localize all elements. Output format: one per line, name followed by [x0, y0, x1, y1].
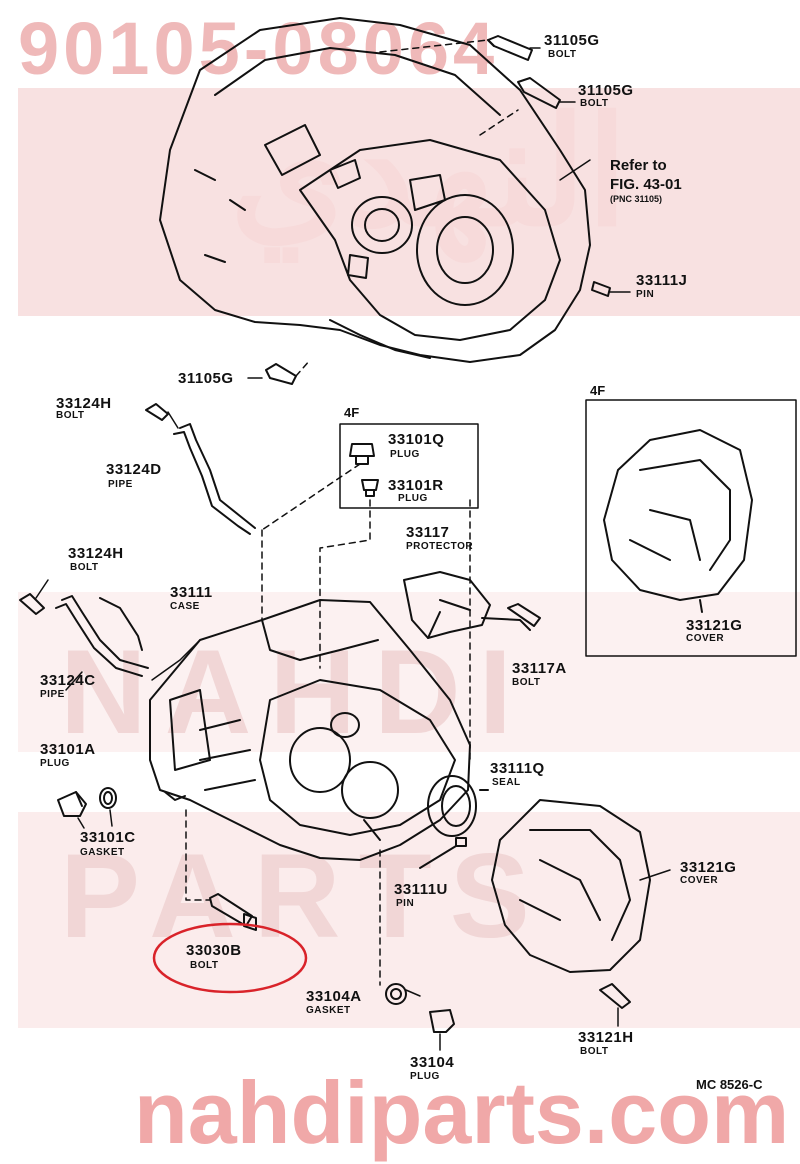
- reference-line3: (PNC 31105): [610, 194, 663, 204]
- label-33104a-number: 33104A: [306, 988, 362, 1005]
- label-33111-desc: CASE: [170, 601, 200, 612]
- label-33111j-desc: PIN: [636, 289, 655, 300]
- label-33104-desc: PLUG: [410, 1071, 440, 1082]
- label-33111u-desc: PIN: [396, 898, 415, 909]
- gasket-33101c: [99, 787, 117, 809]
- cover-33121g-a: [603, 429, 753, 613]
- label-31105g-b-desc: BOLT: [580, 98, 609, 109]
- pipe-33124c: [55, 595, 149, 677]
- label-33121g-a-number: 33121G: [686, 617, 743, 634]
- label-33101a-number: 33101A: [40, 741, 96, 758]
- bolt-33030b: [209, 893, 257, 931]
- label-33101q-number: 33101Q: [388, 431, 445, 448]
- bolt-31105g-b: [517, 77, 561, 109]
- label-33117-number: 33117: [406, 524, 450, 541]
- label-33121g-b-number: 33121G: [680, 859, 737, 876]
- watermark-band-middle: [18, 592, 800, 752]
- pipe-33124d: [173, 423, 256, 535]
- label-33101a-desc: PLUG: [40, 758, 70, 769]
- group-4f-right: 4F: [590, 383, 606, 398]
- bolt-33124h-b: [19, 593, 45, 615]
- label-33117a-desc: BOLT: [512, 677, 541, 688]
- protector-33117: [403, 571, 531, 639]
- label-33121h-desc: BOLT: [580, 1046, 609, 1057]
- label-33101r-desc: PLUG: [398, 493, 428, 504]
- reference-line2: FIG. 43-01: [610, 176, 682, 193]
- label-33111u-number: 33111U: [394, 881, 448, 898]
- label-33111-number: 33111: [170, 584, 213, 601]
- pin-33111j: [591, 281, 611, 297]
- label-33117a-number: 33117A: [512, 660, 567, 677]
- label-31105g-c-number: 31105G: [178, 370, 234, 387]
- label-33117-desc: PROTECTOR: [406, 541, 474, 552]
- watermark-band-top: [18, 88, 800, 316]
- bolt-31105g-c: [265, 363, 297, 385]
- plug-33101q: [349, 443, 375, 465]
- plug-33101a: [57, 791, 87, 817]
- label-33101c-number: 33101C: [80, 829, 136, 846]
- pin-33111u: [419, 837, 467, 869]
- label-31105g-a-desc: BOLT: [548, 49, 577, 60]
- gasket-33104a: [385, 983, 407, 1005]
- label-33104-number: 33104: [410, 1054, 455, 1071]
- label-33101c-desc: GASKET: [80, 847, 125, 858]
- watermark-arabic: النهدي: [230, 88, 628, 256]
- plug-33101r: [361, 479, 379, 497]
- bolt-33117a: [507, 603, 541, 627]
- label-31105g-b-number: 31105G: [578, 82, 634, 99]
- label-31105g-a-number: 31105G: [544, 32, 600, 49]
- watermark-brand: NAHDI PARTS: [60, 625, 548, 963]
- group-4f-top: 4F: [344, 405, 360, 420]
- label-33030b-number: 33030B: [186, 942, 242, 959]
- label-33124h-b-desc: BOLT: [70, 562, 99, 573]
- bolt-31105g-a: [487, 35, 533, 61]
- label-33124h-b-number: 33124H: [68, 545, 124, 562]
- label-33121h-number: 33121H: [578, 1029, 634, 1046]
- highlight-ring: [152, 922, 308, 994]
- label-33124h-a-number: 33124H: [56, 395, 112, 412]
- label-33124d-desc: PIPE: [108, 479, 133, 490]
- label-33101q-desc: PLUG: [390, 449, 420, 460]
- label-33121g-a-desc: COVER: [686, 633, 725, 644]
- reference-line1: Refer to: [610, 157, 667, 174]
- seal-33111q: [427, 775, 489, 837]
- plug-33104: [429, 1009, 455, 1033]
- figure-code: MC 8526-C: [696, 1077, 763, 1092]
- label-33111q-number: 33111Q: [490, 760, 545, 777]
- transmission-case-33111: [149, 599, 471, 861]
- watermark-site: nahdiparts.com: [134, 1063, 790, 1162]
- label-33124c-desc: PIPE: [40, 689, 65, 700]
- label-33124c-number: 33124C: [40, 672, 96, 689]
- label-33111j-number: 33111J: [636, 272, 688, 289]
- bolt-33121h: [599, 983, 631, 1009]
- cover-33121g-b: [491, 799, 651, 973]
- label-33124h-a-desc: BOLT: [56, 410, 85, 421]
- label-33111q-desc: SEAL: [492, 777, 521, 788]
- label-33121g-b-desc: COVER: [680, 875, 719, 886]
- label-33104a-desc: GASKET: [306, 1005, 351, 1016]
- label-33124d-number: 33124D: [106, 461, 162, 478]
- label-33030b-desc: BOLT: [190, 960, 219, 971]
- bolt-33124h-a: [145, 403, 169, 421]
- label-33101r-number: 33101R: [388, 477, 444, 494]
- transmission-housing-top: [159, 17, 591, 363]
